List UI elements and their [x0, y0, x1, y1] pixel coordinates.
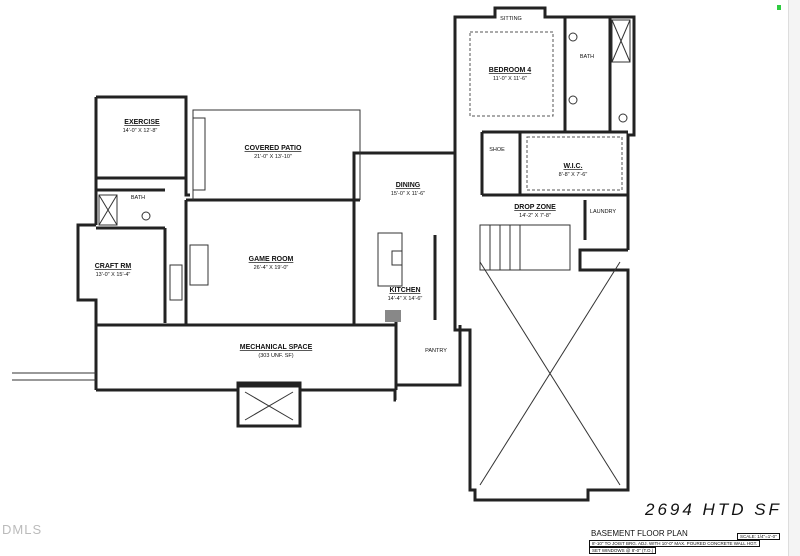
room-label-drop-zone: DROP ZONE 14'-2" X 7'-8" — [514, 204, 556, 219]
svg-text:11'-0" X 11'-6": 11'-0" X 11'-6" — [493, 76, 527, 82]
plan-title: BASEMENT FLOOR PLAN — [591, 529, 688, 538]
room-label-bath-lower: BATH — [131, 195, 145, 201]
svg-text:BATH: BATH — [131, 195, 145, 201]
svg-text:EXERCISE: EXERCISE — [124, 119, 160, 126]
svg-text:14'-2" X 7'-8": 14'-2" X 7'-8" — [519, 213, 551, 219]
room-label-laundry: LAUNDRY — [590, 209, 617, 215]
room-label-kitchen: KITCHEN 14'-4" X 14'-6" — [388, 287, 423, 302]
svg-text:LAUNDRY: LAUNDRY — [590, 209, 617, 215]
svg-text:CRAFT RM: CRAFT RM — [95, 263, 132, 270]
room-label-dining: DINING 15'-0" X 11'-6" — [391, 182, 425, 197]
svg-text:14'-4" X 14'-6": 14'-4" X 14'-6" — [388, 296, 423, 302]
room-label-covered-patio: COVERED PATIO 21'-0" X 13'-10" — [245, 145, 302, 160]
room-label-craft-rm: CRAFT RM 13'-0" X 15'-4" — [95, 263, 132, 278]
svg-text:(303 UNF. SF): (303 UNF. SF) — [258, 353, 293, 359]
svg-text:BATH: BATH — [580, 54, 594, 60]
window-well — [236, 384, 302, 428]
svg-text:8'-8" X 7'-6": 8'-8" X 7'-6" — [559, 172, 588, 178]
room-label-shoe: SHOE — [489, 147, 505, 153]
svg-text:26'-4" X 19'-0": 26'-4" X 19'-0" — [254, 265, 289, 271]
heated-square-footage: 2694 HTD SF — [645, 500, 782, 519]
plan-note: SET WINDOWS @ 8'-0" (T.O.) — [589, 547, 657, 554]
svg-text:PANTRY: PANTRY — [425, 348, 447, 354]
interior-walls — [96, 17, 628, 327]
svg-text:DROP ZONE: DROP ZONE — [514, 204, 556, 211]
room-label-wic: W.I.C. 8'-8" X 7'-6" — [559, 163, 588, 178]
svg-text:BEDROOM 4: BEDROOM 4 — [489, 67, 532, 74]
svg-text:SITTING: SITTING — [500, 16, 522, 22]
page-edge — [788, 0, 800, 556]
svg-text:14'-0" X 12'-8": 14'-0" X 12'-8" — [123, 128, 158, 134]
svg-text:13'-0" X 15'-4": 13'-0" X 15'-4" — [96, 272, 131, 278]
room-label-bath-upper: BATH — [580, 54, 594, 60]
plan-scale: SCALE: 1/4"=1'-0" — [737, 533, 780, 540]
room-label-exercise: EXERCISE 14'-0" X 12'-8" — [123, 119, 160, 134]
room-label-pantry: PANTRY — [425, 348, 447, 354]
room-label-mechanical-space: MECHANICAL SPACE (303 UNF. SF) — [240, 344, 313, 359]
svg-text:GAME ROOM: GAME ROOM — [249, 256, 294, 263]
svg-text:COVERED PATIO: COVERED PATIO — [245, 145, 302, 152]
svg-text:21'-0" X 13'-10": 21'-0" X 13'-10" — [254, 154, 292, 160]
svg-text:15'-0" X 11'-6": 15'-0" X 11'-6" — [391, 191, 425, 197]
svg-text:W.I.C.: W.I.C. — [563, 163, 582, 170]
room-label-sitting: SITTING — [500, 16, 522, 22]
garage-open-area — [479, 261, 621, 486]
fixtures — [98, 19, 631, 322]
room-label-game-room: GAME ROOM 26'-4" X 19'-0" — [249, 256, 294, 271]
svg-text:MECHANICAL SPACE: MECHANICAL SPACE — [240, 344, 313, 351]
status-indicator — [777, 5, 781, 10]
svg-text:SHOE: SHOE — [489, 147, 505, 153]
svg-text:DINING: DINING — [396, 182, 421, 189]
watermark: DMLS — [2, 522, 43, 537]
exterior-walls — [76, 6, 636, 502]
room-label-bedroom-4: BEDROOM 4 11'-0" X 11'-6" — [489, 67, 532, 82]
svg-text:KITCHEN: KITCHEN — [389, 287, 420, 294]
plan-note: 8'-10" TO JOIST BRG. ADJ. WITH 10'-0" MA… — [589, 540, 761, 547]
